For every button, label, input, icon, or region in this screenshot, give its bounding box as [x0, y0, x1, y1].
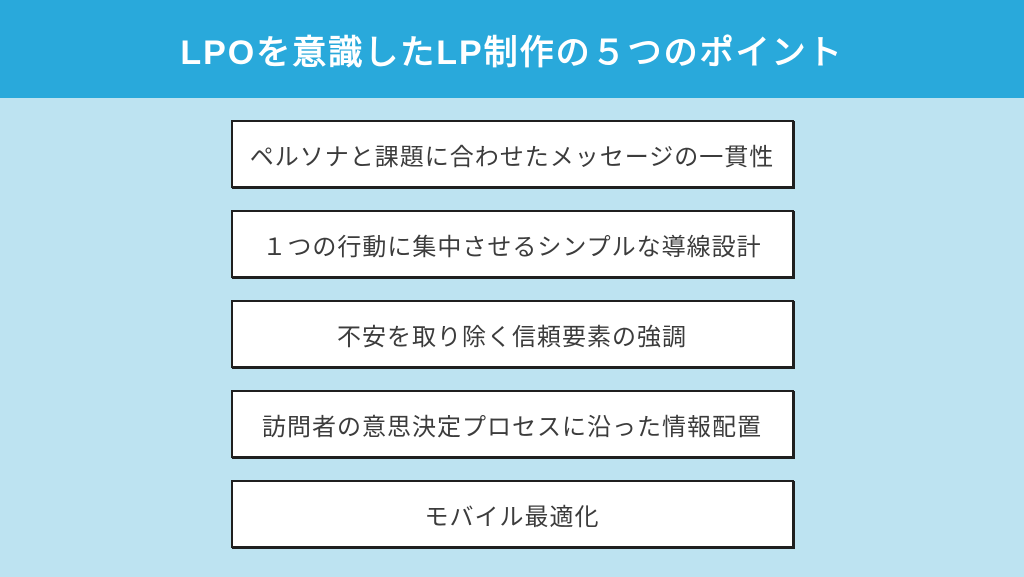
point-box-2: １つの行動に集中させるシンプルな導線設計 [230, 210, 794, 278]
point-label-1: ペルソナと課題に合わせたメッセージの一貫性 [249, 143, 775, 171]
points-list: ペルソナと課題に合わせたメッセージの一貫性 １つの行動に集中させるシンプルな導線… [0, 98, 1024, 577]
page-title: LPOを意識したLP制作の５つのポイント [180, 33, 844, 72]
point-label-4: 訪問者の意思決定プロセスに沿った情報配置 [262, 413, 762, 441]
header-band: LPOを意識したLP制作の５つのポイント [0, 0, 1024, 98]
point-box-1: ペルソナと課題に合わせたメッセージの一貫性 [230, 120, 794, 188]
point-label-3: 不安を取り除く信頼要素の強調 [337, 323, 687, 351]
point-box-4: 訪問者の意思決定プロセスに沿った情報配置 [230, 390, 794, 458]
point-label-5: モバイル最適化 [424, 503, 600, 531]
point-box-3: 不安を取り除く信頼要素の強調 [230, 300, 794, 368]
point-box-5: モバイル最適化 [230, 480, 794, 548]
point-label-2: １つの行動に集中させるシンプルな導線設計 [262, 233, 762, 261]
